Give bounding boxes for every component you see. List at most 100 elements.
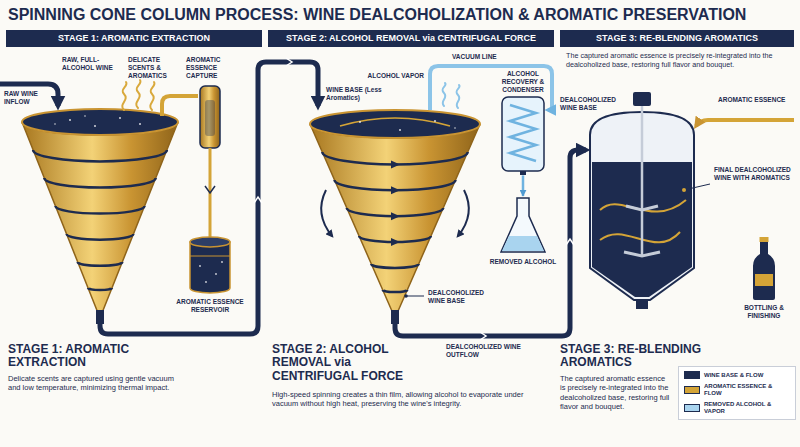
spinning-cone-column	[371, 264, 418, 268]
label-box: RAW WINE INFLOW	[4, 90, 52, 106]
blending-tank	[633, 92, 651, 106]
spinning-cone-column	[22, 109, 178, 324]
bottling-station-outline	[734, 236, 794, 302]
label-box: The captured aromatic essence is precise…	[560, 374, 672, 412]
vapor-line	[456, 85, 459, 108]
stage-description: The captured aromatic essence is precise…	[566, 52, 792, 70]
flow-label: ALCOHOL VAPOR	[352, 72, 424, 80]
legend-label: REMOVED ALCOHOL & VAPOR	[704, 401, 790, 415]
label-box: DEALCOHOLIZED WINE BASE	[560, 96, 622, 112]
spinning-cone-column	[139, 123, 141, 125]
stage-banner-title: STAGE 2: ALCOHOL REMOVAL via CENTRIFUGAL…	[286, 30, 536, 47]
essence-reservoir-outline	[166, 234, 254, 296]
spinning-cone-column	[22, 109, 178, 135]
equipment-caption: REMOVED ALCOHOL	[490, 258, 557, 266]
legend-box: WINE BASE & FLOW AROMATIC ESSENCE & FLOW R…	[678, 366, 796, 420]
spinning-cone-column	[54, 123, 56, 125]
flow-label: DEALCOHOLIZED WINE OUTFLOW	[446, 343, 542, 359]
leader-line	[407, 296, 424, 297]
stage-heading: STAGE 2: ALCOHOL REMOVAL via CENTRIFUGAL…	[272, 343, 434, 383]
vapor-line	[442, 83, 445, 106]
raw-wine-pipe	[0, 84, 58, 106]
condenser-unit: ALCOHOL RECOVERY & CONDENSER	[498, 70, 548, 175]
spinning-cone-column	[434, 120, 436, 122]
reservoir-top	[190, 237, 230, 247]
legend-swatch	[684, 371, 700, 379]
spinning-cone-column	[340, 118, 450, 126]
label-box: The captured aromatic essence is precise…	[566, 52, 792, 70]
label-box: VACUUM LINE	[452, 53, 522, 61]
wine-base-pipe	[100, 62, 318, 334]
essence-capture	[205, 100, 215, 136]
spinning-cone-column	[55, 206, 144, 214]
label-box: High-speed spinning creates a thin film,…	[272, 390, 540, 409]
spinning-cone-column	[391, 186, 400, 194]
spinning-cone-column	[391, 160, 400, 168]
condenser-outlet	[520, 171, 526, 175]
stage-banner: STAGE 2: ALCOHOL REMOVAL via CENTRIFUGAL…	[268, 30, 554, 47]
reservoir-band	[190, 256, 230, 257]
label-box: STAGE 2: ALCOHOL REMOVAL via CENTRIFUGAL…	[272, 343, 434, 383]
label-box: Delicate scents are captured using gentl…	[8, 374, 186, 393]
legend-swatch	[684, 386, 700, 394]
stage-banner-title: STAGE 1: AROMATIC EXTRACTION	[58, 30, 210, 47]
wine-base-pipe	[286, 58, 292, 66]
label-box: WINE BASE (Less Aromatics)	[326, 86, 390, 102]
flow-label: RAW, FULL-ALCOHOL WINE	[62, 56, 126, 72]
legend-label: AROMATIC ESSENCE & FLOW	[704, 383, 790, 397]
spinning-cone-column	[96, 310, 104, 324]
spinning-cone-column	[67, 234, 134, 240]
callout-label: DEALCOHOLIZED WINE BASE	[428, 289, 490, 305]
bottling-station: BOTTLING & FINISHING	[734, 236, 794, 320]
diagram-title: SPINNING CONE COLUMN PROCESS: WINE DEALC…	[8, 5, 746, 25]
spinning-cone-column	[22, 122, 178, 318]
removed-alcohol-liquid	[502, 236, 544, 251]
condenser-body	[502, 97, 544, 171]
condenser-coil	[510, 105, 536, 161]
stage-banner-title: STAGE 3: RE-BLENDING AROMATICS	[596, 30, 758, 47]
flow-label: VACUUM LINE	[452, 53, 522, 61]
alcohol-flask: REMOVED ALCOHOL	[488, 196, 558, 266]
outflow-pipe	[395, 150, 586, 336]
bottle-cap	[760, 237, 769, 242]
blending-tank	[600, 232, 680, 242]
leader-line	[682, 188, 686, 192]
aroma-wisps	[122, 80, 154, 110]
label-box: RAW, FULL-ALCOHOL WINE	[62, 56, 126, 72]
essence-capture	[200, 86, 220, 148]
reservoir-body	[190, 242, 230, 293]
flow-label: RAW WINE INFLOW	[4, 90, 52, 106]
spinning-cone-column	[391, 238, 400, 246]
spinning-cone-column	[88, 288, 112, 290]
spinning-cone-column	[69, 119, 71, 121]
flow-label: AROMATIC ESSENCE	[718, 96, 792, 104]
outflow-pipe	[395, 150, 586, 340]
condensate-connector	[522, 175, 525, 196]
equipment-caption: ALCOHOL RECOVERY & CONDENSER	[498, 70, 548, 93]
spinning-cone-column	[322, 152, 467, 292]
spinning-cone-column	[454, 127, 456, 129]
wine-base-pipe	[254, 197, 262, 203]
spinning-cone-column	[383, 290, 408, 292]
reservoir-speckle	[199, 265, 201, 267]
legend-label: WINE BASE & FLOW	[704, 372, 763, 379]
spinning-cone-column	[391, 212, 400, 220]
legend-swatch	[684, 404, 700, 412]
spinning-cone-column	[33, 150, 167, 161]
flow-label: AROMATIC ESSENCE CAPTURE	[186, 56, 236, 80]
reservoir-speckle	[205, 281, 207, 283]
spinning-cone-column	[391, 160, 400, 246]
blending-tank	[636, 299, 648, 309]
spinning-cone-column	[84, 115, 86, 117]
label-box: STAGE 1: AROMATIC EXTRACTION	[8, 343, 178, 370]
leader-line	[404, 184, 710, 298]
stage-banner: STAGE 3: RE-BLENDING AROMATICS	[560, 30, 794, 47]
spinning-cone-column	[458, 190, 469, 236]
spinning-cone-column	[359, 120, 456, 131]
label-box: AROMATIC ESSENCE CAPTURE	[186, 56, 236, 80]
alcohol-flask-outline	[488, 196, 558, 256]
spinning-cone-column	[94, 125, 96, 127]
legend-row: WINE BASE & FLOW	[684, 371, 790, 379]
